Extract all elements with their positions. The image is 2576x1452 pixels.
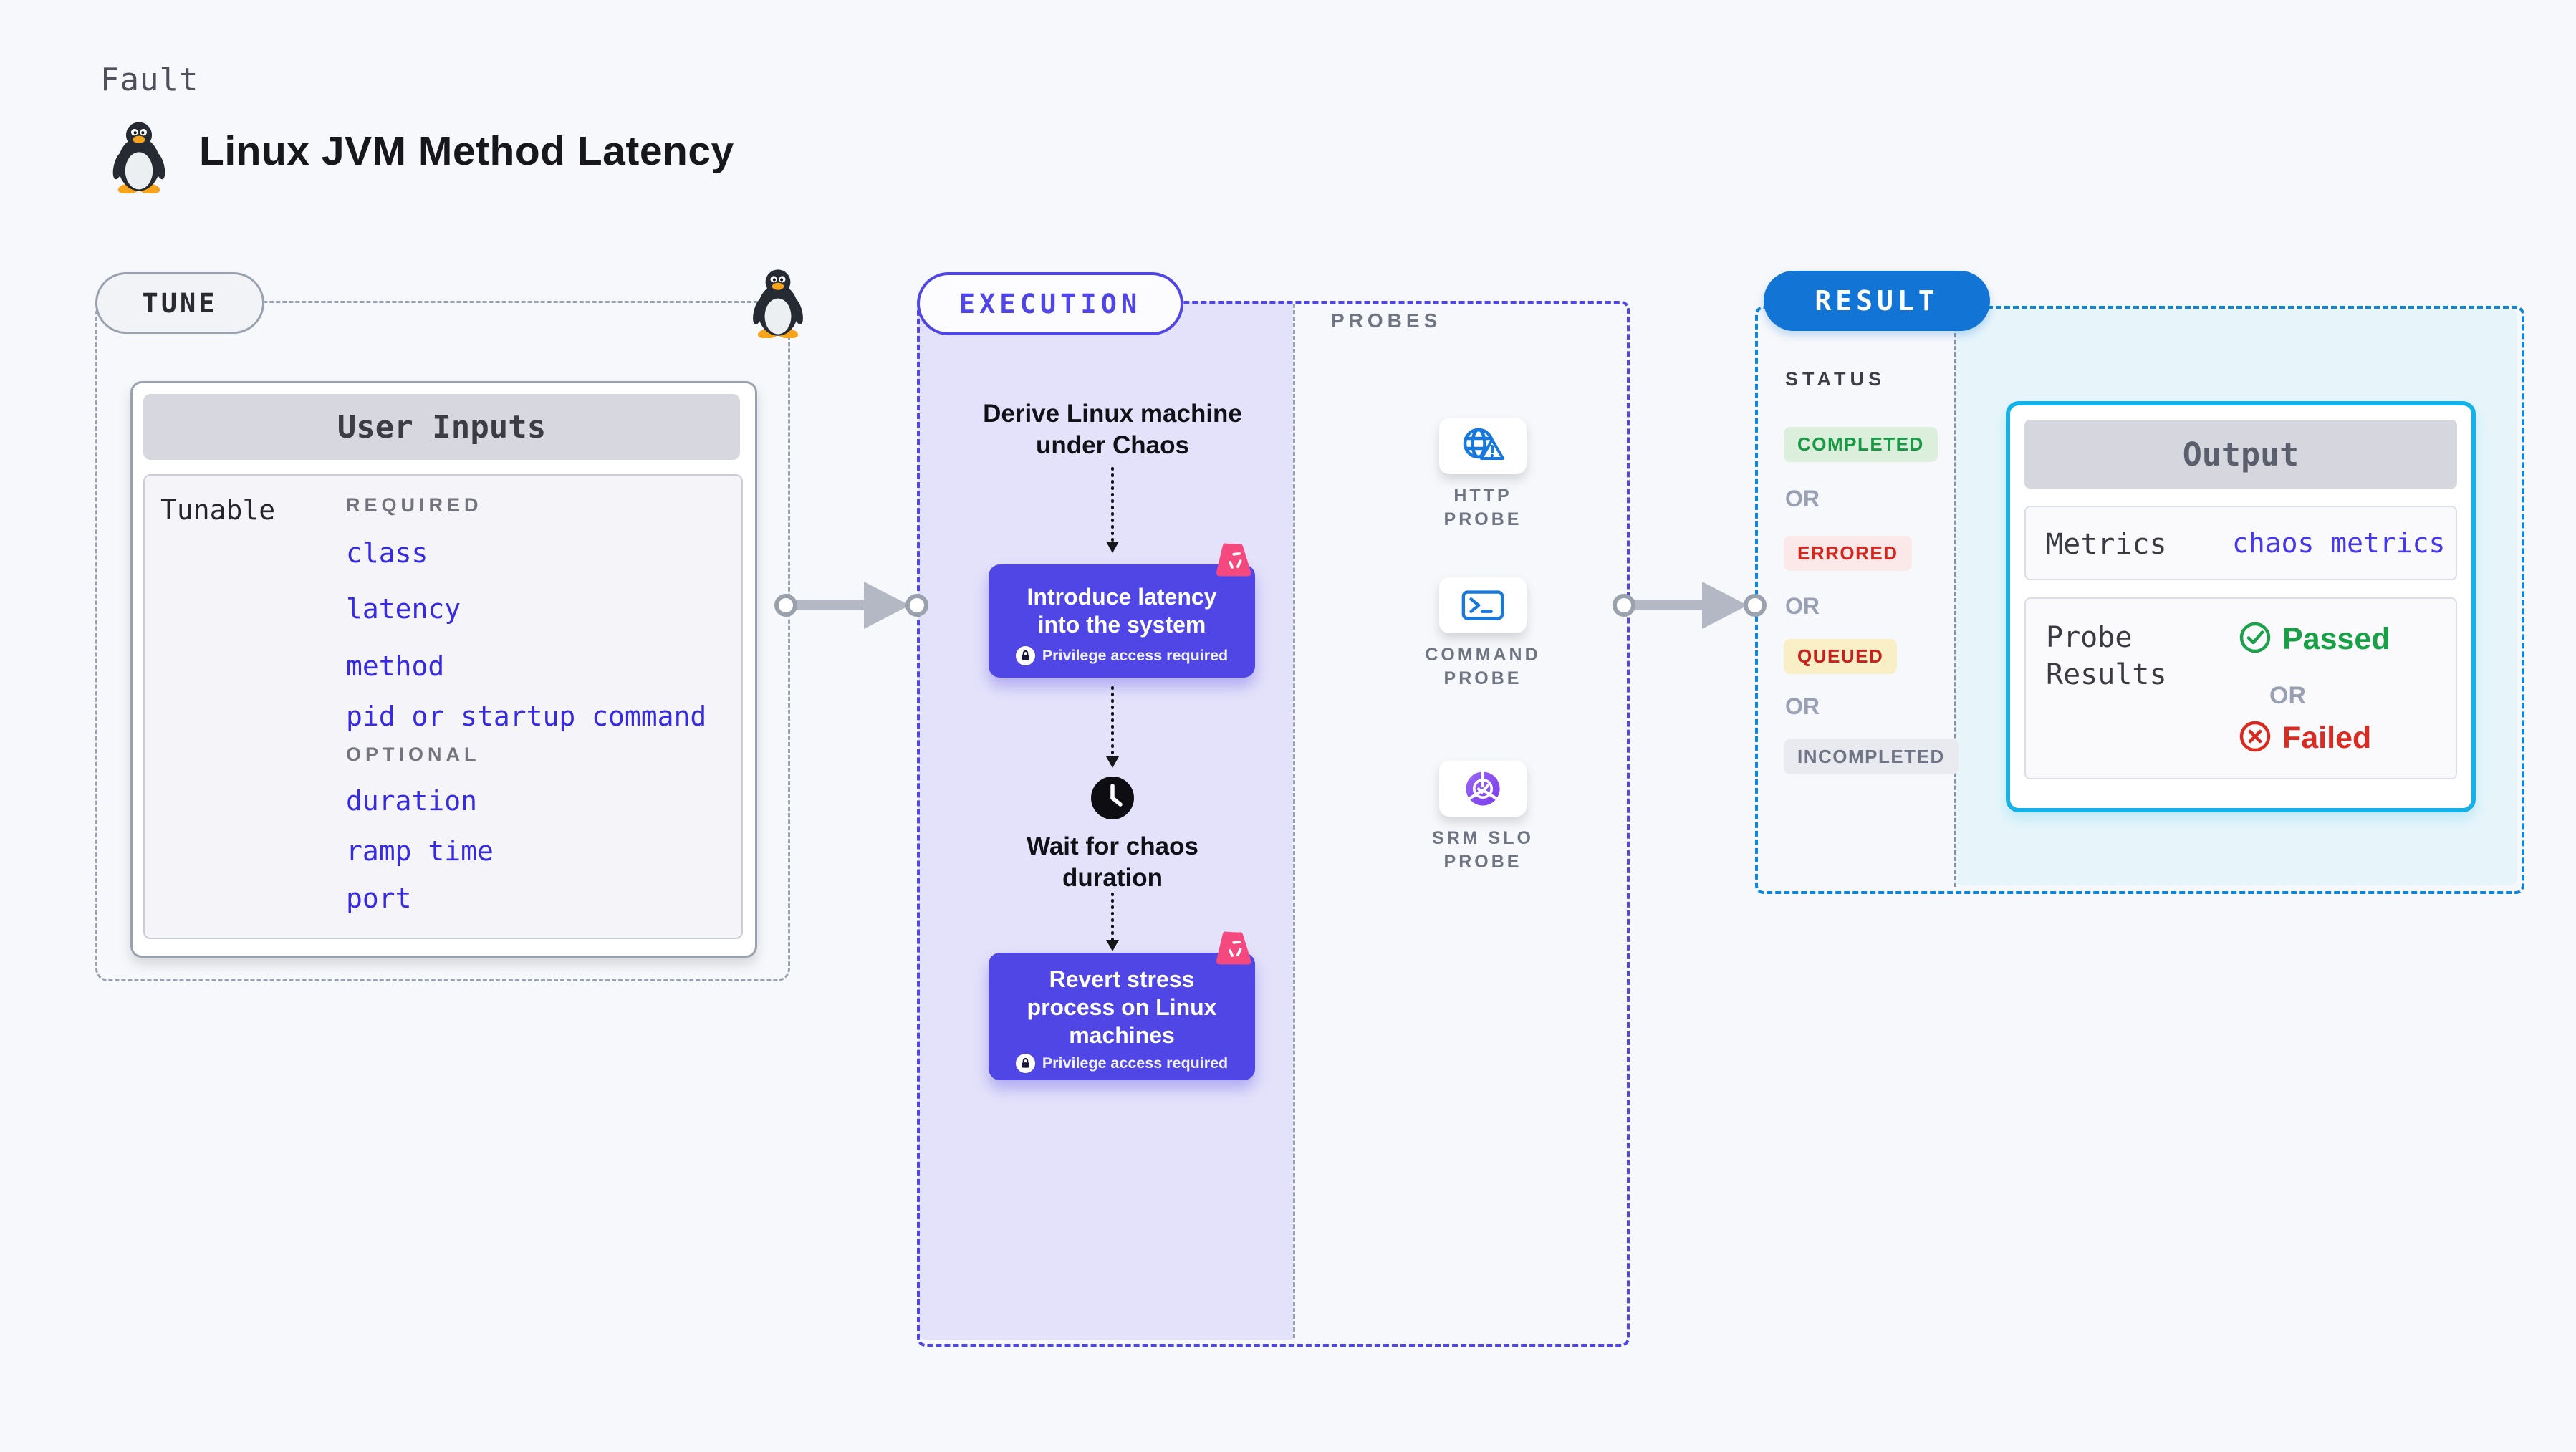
probe-card-http[interactable] [1439,418,1527,474]
metrics-value-link[interactable]: chaos metrics [2232,527,2446,559]
privilege-note-2: Privilege access required [989,1054,1255,1073]
status-label: STATUS [1785,368,1885,390]
arrow-execution-to-result [1613,582,1767,629]
probe-results-label: Probe Results [2046,621,2167,691]
lock-icon [1015,646,1035,665]
step-revert-title: Revert stress process on Linux machines [1027,966,1217,1048]
probe-label-http: HTTP PROBE [1443,486,1522,529]
dotted-arrow-1 [1106,467,1119,553]
tunable-label: Tunable [160,494,276,526]
tunable-link-duration[interactable]: duration [346,785,478,817]
x-circle-icon [2239,721,2271,752]
or-label: OR [2269,682,2306,709]
dotted-arrow-3 [1106,893,1119,951]
step-introduce-title: Introduce latency into the system [1027,584,1217,638]
tunable-link-latency[interactable]: latency [346,593,461,625]
clock-icon [1091,777,1134,819]
tunable-link-port[interactable]: port [346,883,412,914]
user-inputs-body: Tunable REQUIRED class latency method pi… [143,474,743,939]
step-introduce-box[interactable]: Introduce latency into the system Privil… [989,564,1255,678]
privilege-note-text: Privilege access required [1042,1054,1229,1072]
output-card: Output Metrics chaos metrics Probe Resul… [2006,401,2476,812]
execution-badge: EXECUTION [917,272,1183,335]
tunable-link-ramp-time[interactable]: ramp time [346,835,494,867]
chaos-logo-icon [1216,543,1251,577]
status-badge-errored: ERRORED [1784,536,1912,571]
lock-icon [1015,1054,1035,1073]
status-output-divider [1954,307,1956,887]
passed-label: Passed [2282,622,2390,656]
tune-section-box [95,301,790,981]
probe-card-command[interactable] [1439,577,1527,633]
execution-panel [918,302,1293,1340]
tux-penguin-icon [112,122,165,193]
execution-badge-label: EXECUTION [958,288,1142,319]
privilege-note: Privilege access required [989,646,1255,665]
tune-badge: TUNE [95,272,264,334]
or-label: OR [1785,693,1820,719]
slo-pie-check-icon [1466,771,1500,806]
result-badge-label: RESULT [1815,285,1939,317]
probe-label-srm-slo: SRM SLO PROBE [1432,828,1534,872]
status-badge-queued: QUEUED [1784,639,1898,674]
status-badge-incompleted: INCOMPLETED [1784,739,1959,774]
privilege-note-text: Privilege access required [1042,647,1229,664]
result-badge: RESULT [1764,271,1990,331]
step-revert-box[interactable]: Revert stress process on Linux machines … [989,953,1255,1080]
output-header: Output [2024,420,2457,489]
step-wait-text: Wait for chaos duration [1027,832,1198,892]
or-label: OR [1785,486,1820,511]
tune-badge-label: TUNE [142,287,218,319]
tunable-link-pid-or-startup-command[interactable]: pid or startup command [346,701,707,732]
metrics-label: Metrics [2046,528,2167,561]
fault-kicker: Fault [100,62,199,98]
required-label: REQUIRED [346,494,483,516]
execution-section-box [917,301,1630,1347]
globe-warning-icon [1463,428,1504,460]
step-derive-text: Derive Linux machine under Chaos [983,400,1242,459]
status-badge-completed: COMPLETED [1784,427,1938,462]
probe-results-row: Probe Results Passed OR Failed [2024,597,2457,779]
dotted-arrow-2 [1106,686,1119,768]
failed-label: Failed [2282,721,2372,755]
chaos-logo-icon [1216,931,1251,965]
page-title: Linux JVM Method Latency [199,128,734,174]
probes-label: PROBES [1331,309,1442,332]
or-label: OR [1785,593,1820,619]
terminal-icon [1461,590,1504,620]
check-circle-icon [2239,622,2271,653]
probe-label-command: COMMAND PROBE [1425,645,1541,688]
metrics-row: Metrics chaos metrics [2024,506,2457,580]
optional-label: OPTIONAL [346,744,481,765]
probes-left-divider [1293,304,1295,1338]
tux-penguin-corner-icon [753,269,803,338]
arrow-tune-to-execution [774,582,928,629]
tunable-link-method[interactable]: method [346,650,445,682]
tunable-link-class[interactable]: class [346,537,428,569]
probe-card-srm-slo[interactable] [1439,761,1527,817]
user-inputs-header: User Inputs [143,394,740,460]
